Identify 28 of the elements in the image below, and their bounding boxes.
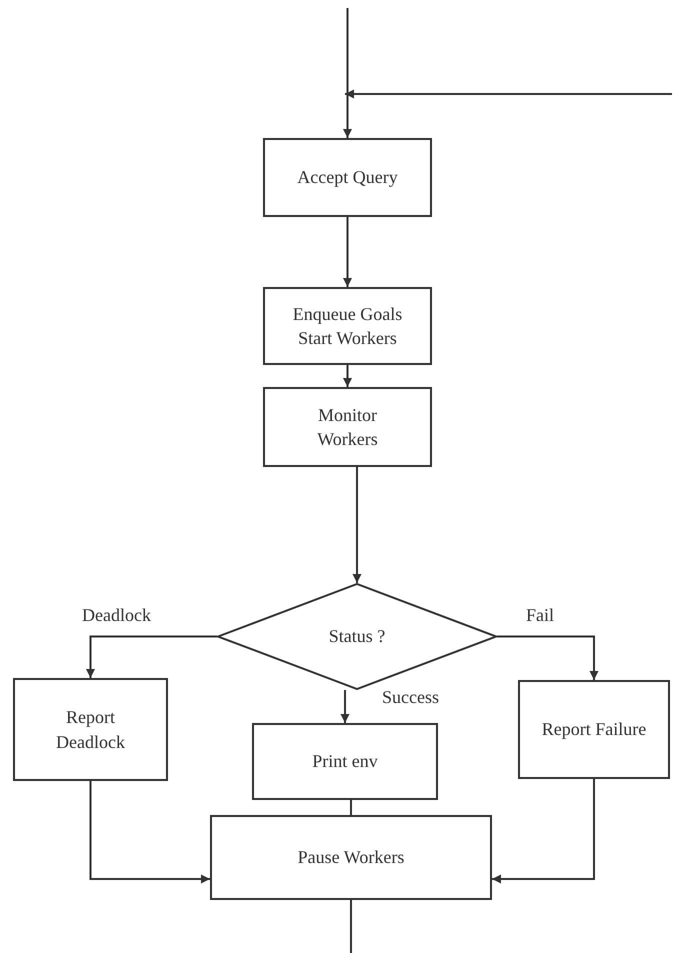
arrow: [343, 365, 352, 387]
box-label: Enqueue Goals Start Workers: [292, 302, 404, 350]
box-label: Accept Query: [296, 166, 399, 190]
box-label: Report Deadlock: [55, 706, 126, 754]
process-box: [263, 138, 432, 217]
box-label: Report Failure: [540, 718, 648, 742]
arrow: [343, 8, 352, 138]
arrow: [86, 636, 217, 678]
process-box: [518, 680, 670, 779]
arrow: [343, 217, 352, 287]
connector-line: [350, 800, 352, 815]
arrow: [492, 779, 595, 884]
box-label: Status ?: [328, 625, 386, 648]
process-box: [13, 678, 168, 781]
arrow: [497, 636, 598, 680]
process-box: [263, 387, 432, 467]
arrow: [345, 90, 672, 98]
process-box: [263, 287, 432, 365]
process-box: [252, 723, 438, 800]
arrow: [352, 467, 362, 583]
box-label: Print env: [311, 750, 379, 774]
arrow: [90, 781, 210, 884]
decision-diamond: [217, 583, 497, 690]
process-box: [210, 815, 492, 900]
connector-line: [350, 900, 352, 953]
arrow: [340, 690, 350, 723]
box-label: Monitor Workers: [316, 404, 379, 451]
box-label: Pause Workers: [296, 846, 406, 870]
